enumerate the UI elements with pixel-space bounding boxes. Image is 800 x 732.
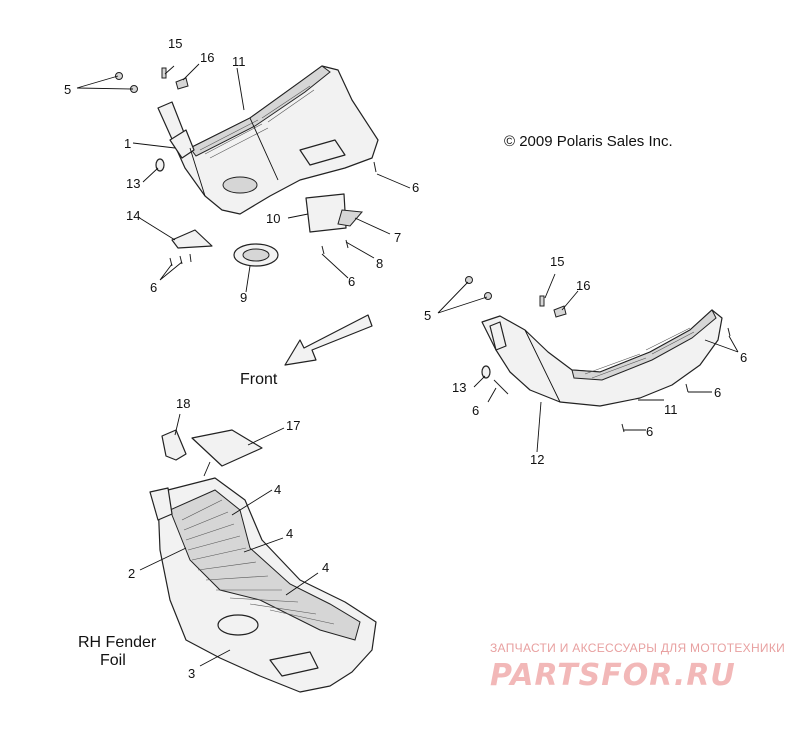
callout-10: 10 <box>266 211 280 226</box>
front-label: Front <box>240 371 278 388</box>
callout-12: 12 <box>530 452 544 467</box>
hardware-group-right <box>465 276 731 433</box>
callout-11-right: 11 <box>664 402 678 417</box>
callout-6-left: 6 <box>150 280 157 295</box>
caption-line-1: RH Fender <box>78 634 157 651</box>
callout-13-top: 13 <box>126 176 140 191</box>
callout-4-b: 4 <box>286 526 293 541</box>
callout-6-top-right: 6 <box>412 180 419 195</box>
watermark-brand: PARTSFOR.RU <box>490 658 736 693</box>
callout-9: 9 <box>240 290 247 305</box>
callout-18: 18 <box>176 396 190 411</box>
right-fender <box>481 309 723 407</box>
hardware-group-top <box>115 67 377 267</box>
caption-line-2: Foil <box>100 652 126 669</box>
callout-15-right: 15 <box>550 254 564 269</box>
front-arrow-icon <box>284 314 373 366</box>
callout-4-a: 4 <box>274 482 281 497</box>
copyright-text: © 2009 Polaris Sales Inc. <box>504 133 673 150</box>
callout-6-right-c: 6 <box>646 424 653 439</box>
callout-17: 17 <box>286 418 300 433</box>
foil-patches <box>161 429 263 467</box>
callout-6-far-right: 6 <box>740 350 747 365</box>
callout-5-top: 5 <box>64 82 71 97</box>
callout-14: 14 <box>126 208 140 223</box>
callout-8: 8 <box>376 256 383 271</box>
callout-5-right: 5 <box>424 308 431 323</box>
callout-6-right-a: 6 <box>714 385 721 400</box>
callout-13-right: 13 <box>452 380 466 395</box>
callout-2: 2 <box>128 566 135 581</box>
rh-fender-foil <box>149 477 377 693</box>
watermark-tagline: ЗАПЧАСТИ И АКСЕССУАРЫ ДЛЯ МОТОТЕХНИКИ <box>490 641 785 655</box>
callout-6-mid: 6 <box>348 274 355 289</box>
callout-1: 1 <box>124 136 131 151</box>
callout-15-top: 15 <box>168 36 182 51</box>
upper-left-fender <box>157 65 379 215</box>
leader-lines <box>76 63 739 667</box>
callout-6-right-b: 6 <box>472 403 479 418</box>
callout-4-c: 4 <box>322 560 329 575</box>
callout-3: 3 <box>188 666 195 681</box>
callout-16-right: 16 <box>576 278 590 293</box>
callout-7: 7 <box>394 230 401 245</box>
callout-16-top: 16 <box>200 50 214 65</box>
callout-11-top: 11 <box>232 54 246 69</box>
callout-labels: 15 16 11 5 1 13 6 14 10 7 8 6 6 9 15 16 … <box>64 36 747 681</box>
